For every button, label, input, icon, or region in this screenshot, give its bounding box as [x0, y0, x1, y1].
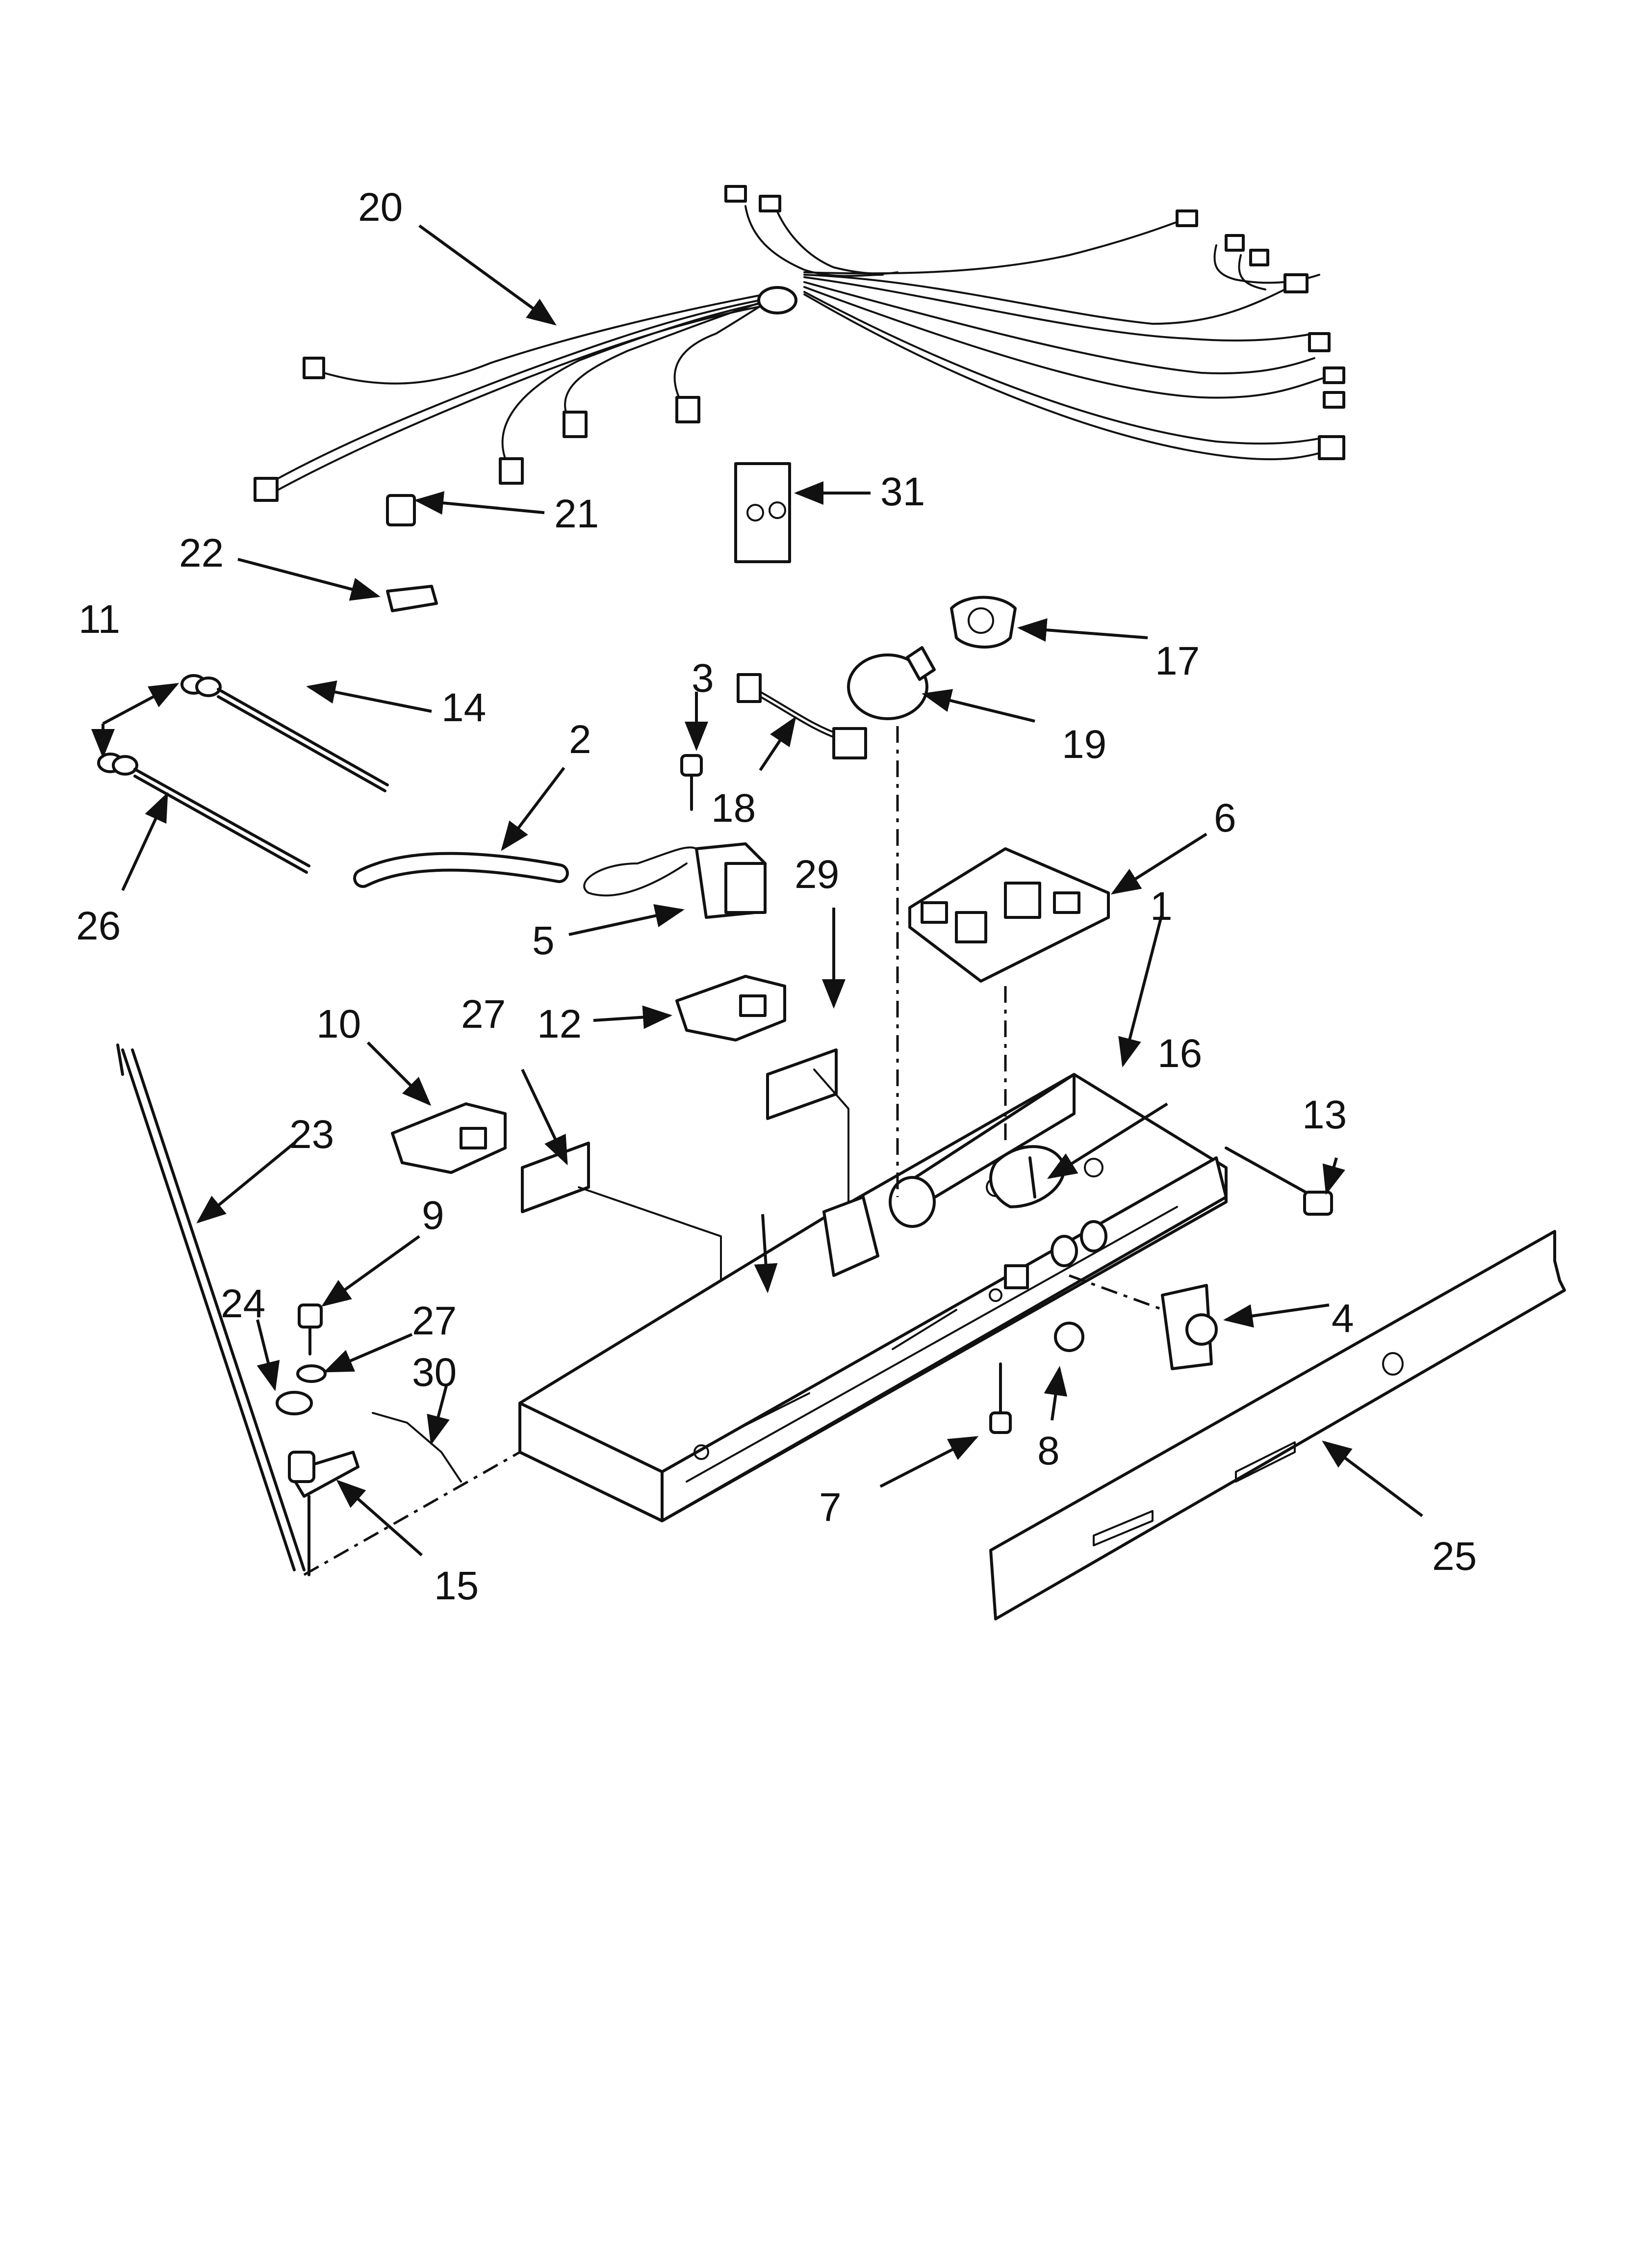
callout-15: 15 [434, 1564, 479, 1608]
callout-24: 24 [221, 1281, 265, 1326]
callout-labels: 20 21 22 31 17 19 3 18 14 11 26 2 5 29 6… [76, 185, 1477, 1608]
wire-harness [254, 185, 1345, 502]
part-6-control-board [908, 847, 1110, 983]
part-12-bracket [675, 975, 786, 1042]
callout-23: 23 [289, 1112, 334, 1157]
callout-18: 18 [711, 786, 756, 831]
tubes-and-ferrules [97, 674, 389, 874]
part-19-bulb [847, 646, 936, 720]
part-13-screw [1225, 1147, 1333, 1216]
callout-14: 14 [441, 685, 486, 730]
callout-2: 2 [569, 717, 591, 762]
callout-19: 19 [1062, 722, 1106, 767]
leader-lines [91, 224, 1423, 1557]
part-1-housing [518, 1073, 1228, 1522]
callout-29: 27 [412, 1299, 457, 1343]
callout-13: 13 [1302, 1093, 1347, 1137]
part-25-panel [989, 1230, 1566, 1620]
part-22-clip [386, 585, 438, 612]
callout-26: 26 [76, 904, 121, 948]
callout-10: 10 [316, 1002, 361, 1046]
part-8-knob [1054, 1322, 1084, 1352]
callout-11: 11 [78, 597, 120, 642]
part-9-screw [298, 1303, 323, 1356]
part-17-socket [950, 596, 1017, 649]
callout-12: 12 [537, 1002, 582, 1046]
part-3-screw [680, 754, 703, 811]
callout-27-left: 27 [461, 992, 506, 1037]
callout-9: 9 [422, 1193, 444, 1238]
part-7-screw [989, 1362, 1012, 1434]
callout-17: 17 [1155, 639, 1200, 683]
callout-1: 1 [1150, 884, 1173, 929]
callout-4: 4 [1332, 1296, 1354, 1341]
callout-25: 25 [1432, 1534, 1477, 1579]
callout-3: 3 [692, 656, 714, 701]
part-15-hinge [288, 1451, 359, 1576]
part-31-pad [734, 462, 791, 563]
part-23-rod [116, 1043, 306, 1571]
callout-20: 20 [358, 185, 403, 230]
callout-21: 21 [554, 492, 599, 536]
callout-22: 22 [179, 531, 224, 575]
part-2-hose [353, 852, 569, 888]
part-29-washer [296, 1364, 327, 1383]
callout-5: 5 [532, 918, 555, 963]
callout-31: 31 [880, 469, 925, 514]
callout-6: 6 [1214, 796, 1236, 840]
part-5-switch [583, 842, 767, 919]
callout-16: 16 [1157, 1031, 1202, 1076]
part-4-switch [1161, 1284, 1218, 1370]
part-21-clip [386, 494, 416, 526]
callout-27-right: 29 [795, 852, 839, 897]
callout-30: 30 [412, 1350, 457, 1395]
part-24-washer [276, 1391, 313, 1415]
callout-7: 7 [819, 1485, 842, 1530]
centerlines [303, 726, 1178, 1576]
callout-8: 8 [1037, 1429, 1060, 1473]
part-10-bracket [391, 1102, 507, 1174]
part-18-harness [737, 673, 867, 759]
part-30-spring [372, 1412, 462, 1483]
